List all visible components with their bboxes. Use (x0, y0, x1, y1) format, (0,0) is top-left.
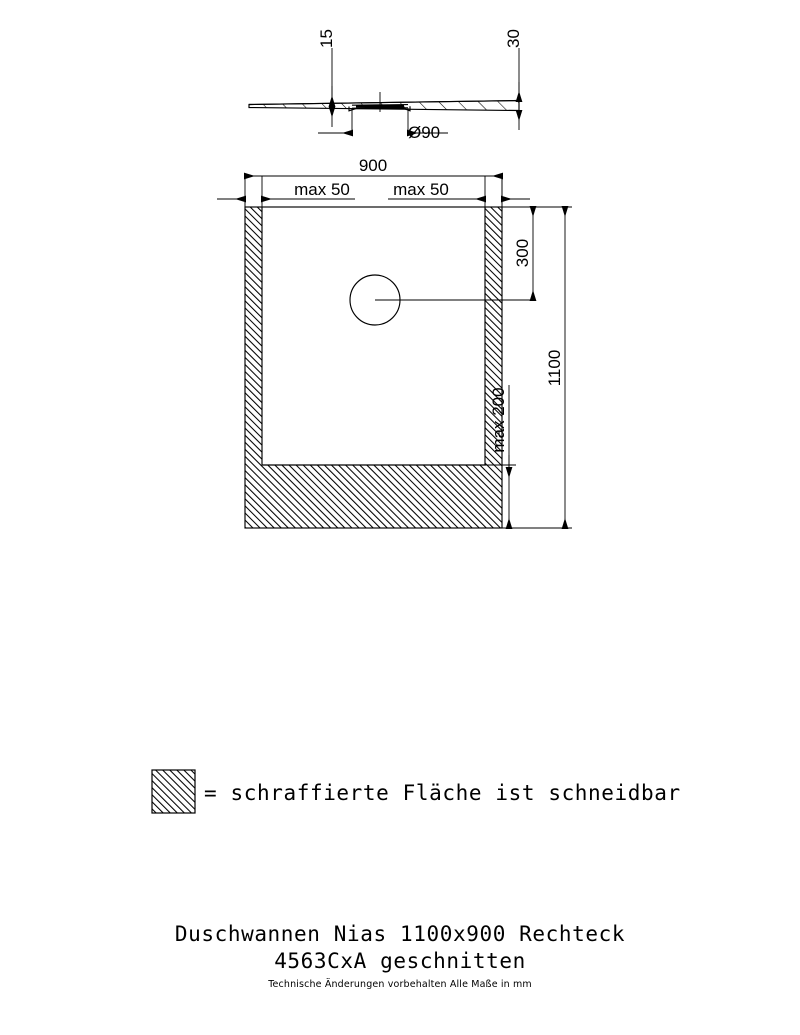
dim-15-label: 15 (317, 29, 336, 48)
plan-view: 900 max 50 max 50 300 (217, 156, 572, 529)
dimension-max200: max 200 (485, 385, 516, 529)
dim-max200-label: max 200 (489, 387, 508, 452)
drain-boss (348, 104, 411, 112)
dim-max50-right-label: max 50 (393, 180, 449, 199)
section-view: 15 30 Ø90 (248, 29, 523, 142)
dimension-diameter-90: Ø90 (318, 123, 448, 142)
dimension-30: 30 (504, 29, 523, 130)
dim-900-label: 900 (359, 156, 387, 175)
tray-outline (244, 206, 503, 529)
inner-area-outline (261, 207, 486, 466)
title-line-2: 4563CxA geschnitten (274, 949, 526, 973)
title-block: Duschwannen Nias 1100x900 Rechteck 4563C… (175, 922, 625, 990)
dimension-max50-left: max 50 (217, 180, 355, 203)
dim-1100-label: 1100 (545, 350, 564, 387)
legend-hatch-swatch (151, 769, 196, 814)
dim-30-label: 30 (504, 29, 523, 48)
dim-max50-left-label: max 50 (294, 180, 350, 199)
dimension-max50-right: max 50 (388, 180, 530, 203)
dimension-1100: 1100 (502, 206, 572, 529)
cuttable-zones (245, 207, 502, 528)
title-line-1: Duschwannen Nias 1100x900 Rechteck (175, 922, 625, 946)
legend-label: = schraffierte Fläche ist schneidbar (204, 781, 681, 805)
dim-300-label: 300 (513, 239, 532, 267)
dimension-15: 15 (317, 29, 336, 127)
slab-top-edge (248, 99, 520, 106)
legend: = schraffierte Fläche ist schneidbar (151, 769, 681, 814)
dimension-300: 300 (502, 206, 540, 301)
cuttable-hatch-fill (245, 207, 502, 528)
dim-d90-label: Ø90 (408, 123, 440, 142)
title-footnote: Technische Änderungen vorbehalten Alle M… (267, 979, 532, 990)
